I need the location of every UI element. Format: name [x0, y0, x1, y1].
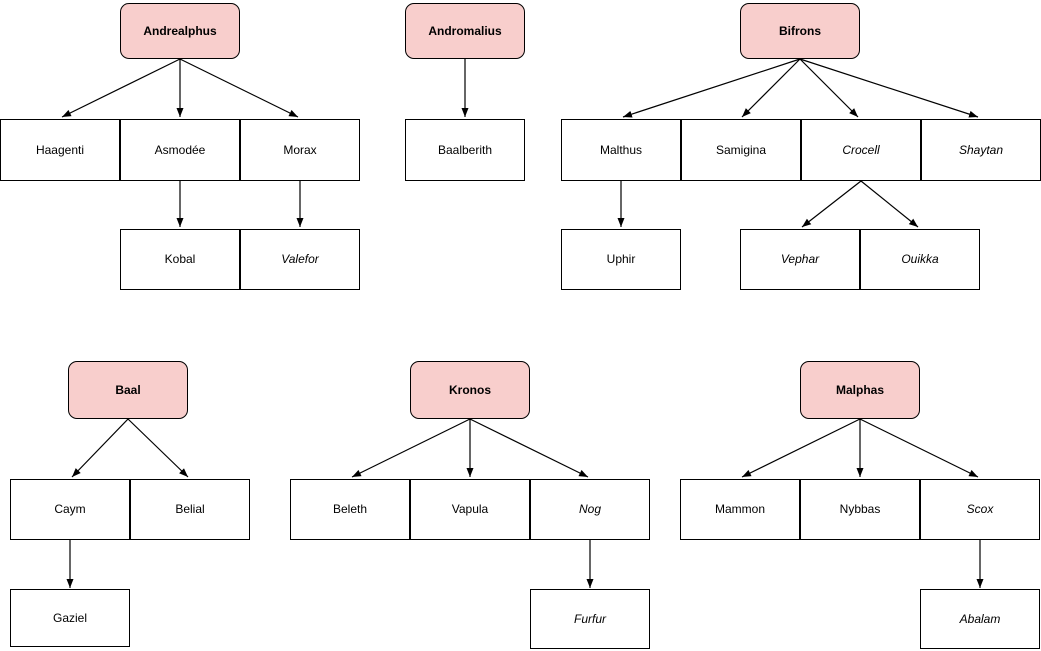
node-belial: Belial [130, 479, 250, 540]
node-haagenti: Haagenti [0, 119, 120, 181]
node-vapula: Vapula [410, 479, 530, 540]
arrow-kronos-nog [469, 418, 589, 478]
node-valefor: Valefor [240, 229, 360, 290]
node-baal: Baal [68, 361, 188, 419]
arrow-kronos-beleth [351, 418, 471, 478]
node-kobal: Kobal [120, 229, 240, 290]
node-nog: Nog [530, 479, 650, 540]
arrow-baal-belial [127, 418, 189, 478]
arrow-bifrons-samigina [741, 58, 801, 118]
node-samigina: Samigina [681, 119, 801, 181]
node-beleth: Beleth [290, 479, 410, 540]
node-shaytan: Shaytan [921, 119, 1041, 181]
node-nybbas: Nybbas [800, 479, 920, 540]
node-ouikka: Ouikka [860, 229, 980, 290]
node-caym: Caym [10, 479, 130, 540]
node-andromalius: Andromalius [405, 3, 525, 59]
node-andrealphus: Andrealphus [120, 3, 240, 59]
arrow-crocell-ouikka [860, 180, 919, 228]
arrow-crocell-vephar [801, 180, 862, 228]
node-malthus: Malthus [561, 119, 681, 181]
node-abalam: Abalam [920, 589, 1040, 649]
node-bifrons: Bifrons [740, 3, 860, 59]
node-mammon: Mammon [680, 479, 800, 540]
arrow-bifrons-malthus [622, 58, 801, 118]
arrow-andrealphus-haagenti [61, 58, 181, 118]
node-baalberith: Baalberith [405, 119, 525, 181]
arrow-bifrons-shaytan [799, 58, 979, 118]
node-morax: Morax [240, 119, 360, 181]
node-scox: Scox [920, 479, 1040, 540]
node-furfur: Furfur [530, 589, 650, 649]
arrow-malphas-scox [859, 418, 979, 478]
node-asmodee: Asmodée [120, 119, 240, 181]
arrow-baal-caym [71, 418, 129, 478]
node-malphas: Malphas [800, 361, 920, 419]
arrow-bifrons-crocell [799, 58, 859, 118]
arrow-malphas-mammon [741, 418, 861, 478]
node-gaziel: Gaziel [10, 589, 130, 647]
node-uphir: Uphir [561, 229, 681, 290]
node-kronos: Kronos [410, 361, 530, 419]
node-crocell: Crocell [801, 119, 921, 181]
arrow-andrealphus-morax [179, 58, 299, 118]
node-vephar: Vephar [740, 229, 860, 290]
